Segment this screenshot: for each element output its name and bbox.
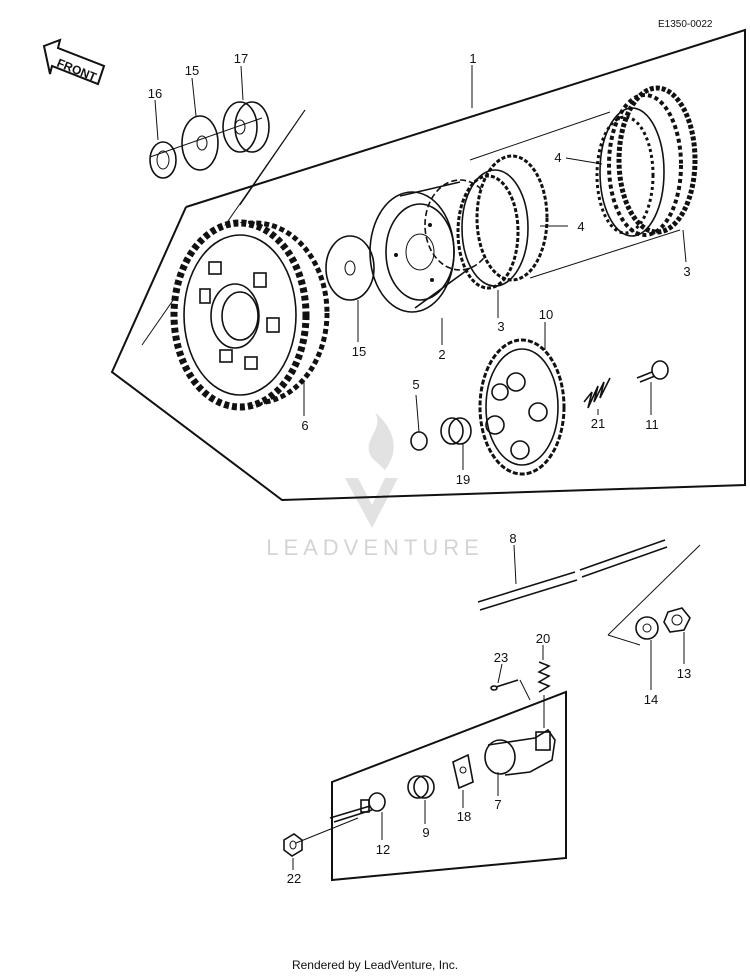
pin-line [519,679,531,701]
adjusting-screw-12 [329,792,386,823]
callout-3: 3 [683,264,690,279]
washer-16 [149,141,177,179]
callout-20: 20 [536,631,550,646]
push-rod-8 [477,539,668,611]
clutch-housing-6 [170,219,330,411]
nut-13 [663,607,691,633]
callout-16: 16 [148,86,162,101]
thrust-washer-15-top [181,115,219,171]
nut-22 [283,833,303,857]
washer-bracket-line [607,634,641,646]
diagram-code: E1350-0022 [658,19,713,30]
callout-21: 21 [591,416,605,431]
plate-stack-line [529,229,681,279]
frame-bracket-line [239,109,306,206]
callout-10: 10 [539,307,553,322]
callout-13: 13 [677,666,691,681]
cam-9 [407,775,435,799]
thrust-washer-15-middle [325,235,375,301]
callout-22: 22 [287,871,301,886]
washer-bracket-line [607,544,701,636]
washer-14 [635,616,659,640]
callout-2: 2 [438,347,445,362]
assembly-frame [110,28,746,502]
friction-plates-right [595,85,698,237]
shaft-axis-line [149,117,263,158]
callout-15: 15 [352,344,366,359]
leader-lines [154,65,687,870]
plate-stack-line [469,111,611,161]
callout-15: 15 [185,63,199,78]
callout-3: 3 [497,319,504,334]
callout-7: 7 [494,797,501,812]
callout-4: 4 [554,150,561,165]
callout-23: 23 [494,650,508,665]
callout-6: 6 [301,418,308,433]
screw-axis-line [295,817,359,844]
callout-4: 4 [577,219,584,234]
collar-19 [440,417,472,445]
bolt-11 [636,360,669,383]
release-lever-7 [484,728,556,776]
footer-credit: Rendered by LeadVenture, Inc. [291,958,459,972]
callout-11: 11 [645,417,659,432]
cotter-pin-23 [490,679,519,691]
spring-20 [537,661,551,693]
callout-5: 5 [412,377,419,392]
callout-9: 9 [422,825,429,840]
callout-18: 18 [457,809,471,824]
spring-21 [583,377,611,409]
callout-14: 14 [644,692,658,707]
friction-plates-middle [456,154,549,290]
callout-1: 1 [469,51,476,66]
collar-17 [222,101,270,153]
watermark-logo [345,412,398,528]
pressure-plate-10 [478,338,566,476]
watermark-text: LEADVENTURE [266,535,484,560]
callout-19: 19 [456,472,470,487]
callout-8: 8 [509,531,516,546]
callout-17: 17 [234,51,248,66]
callout-12: 12 [376,842,390,857]
plug-5 [410,431,428,451]
front-arrow-icon: FRONT [42,38,106,86]
clutch-hub-2 [369,179,496,313]
release-lever-frame [331,690,567,882]
plate-18 [452,753,474,790]
